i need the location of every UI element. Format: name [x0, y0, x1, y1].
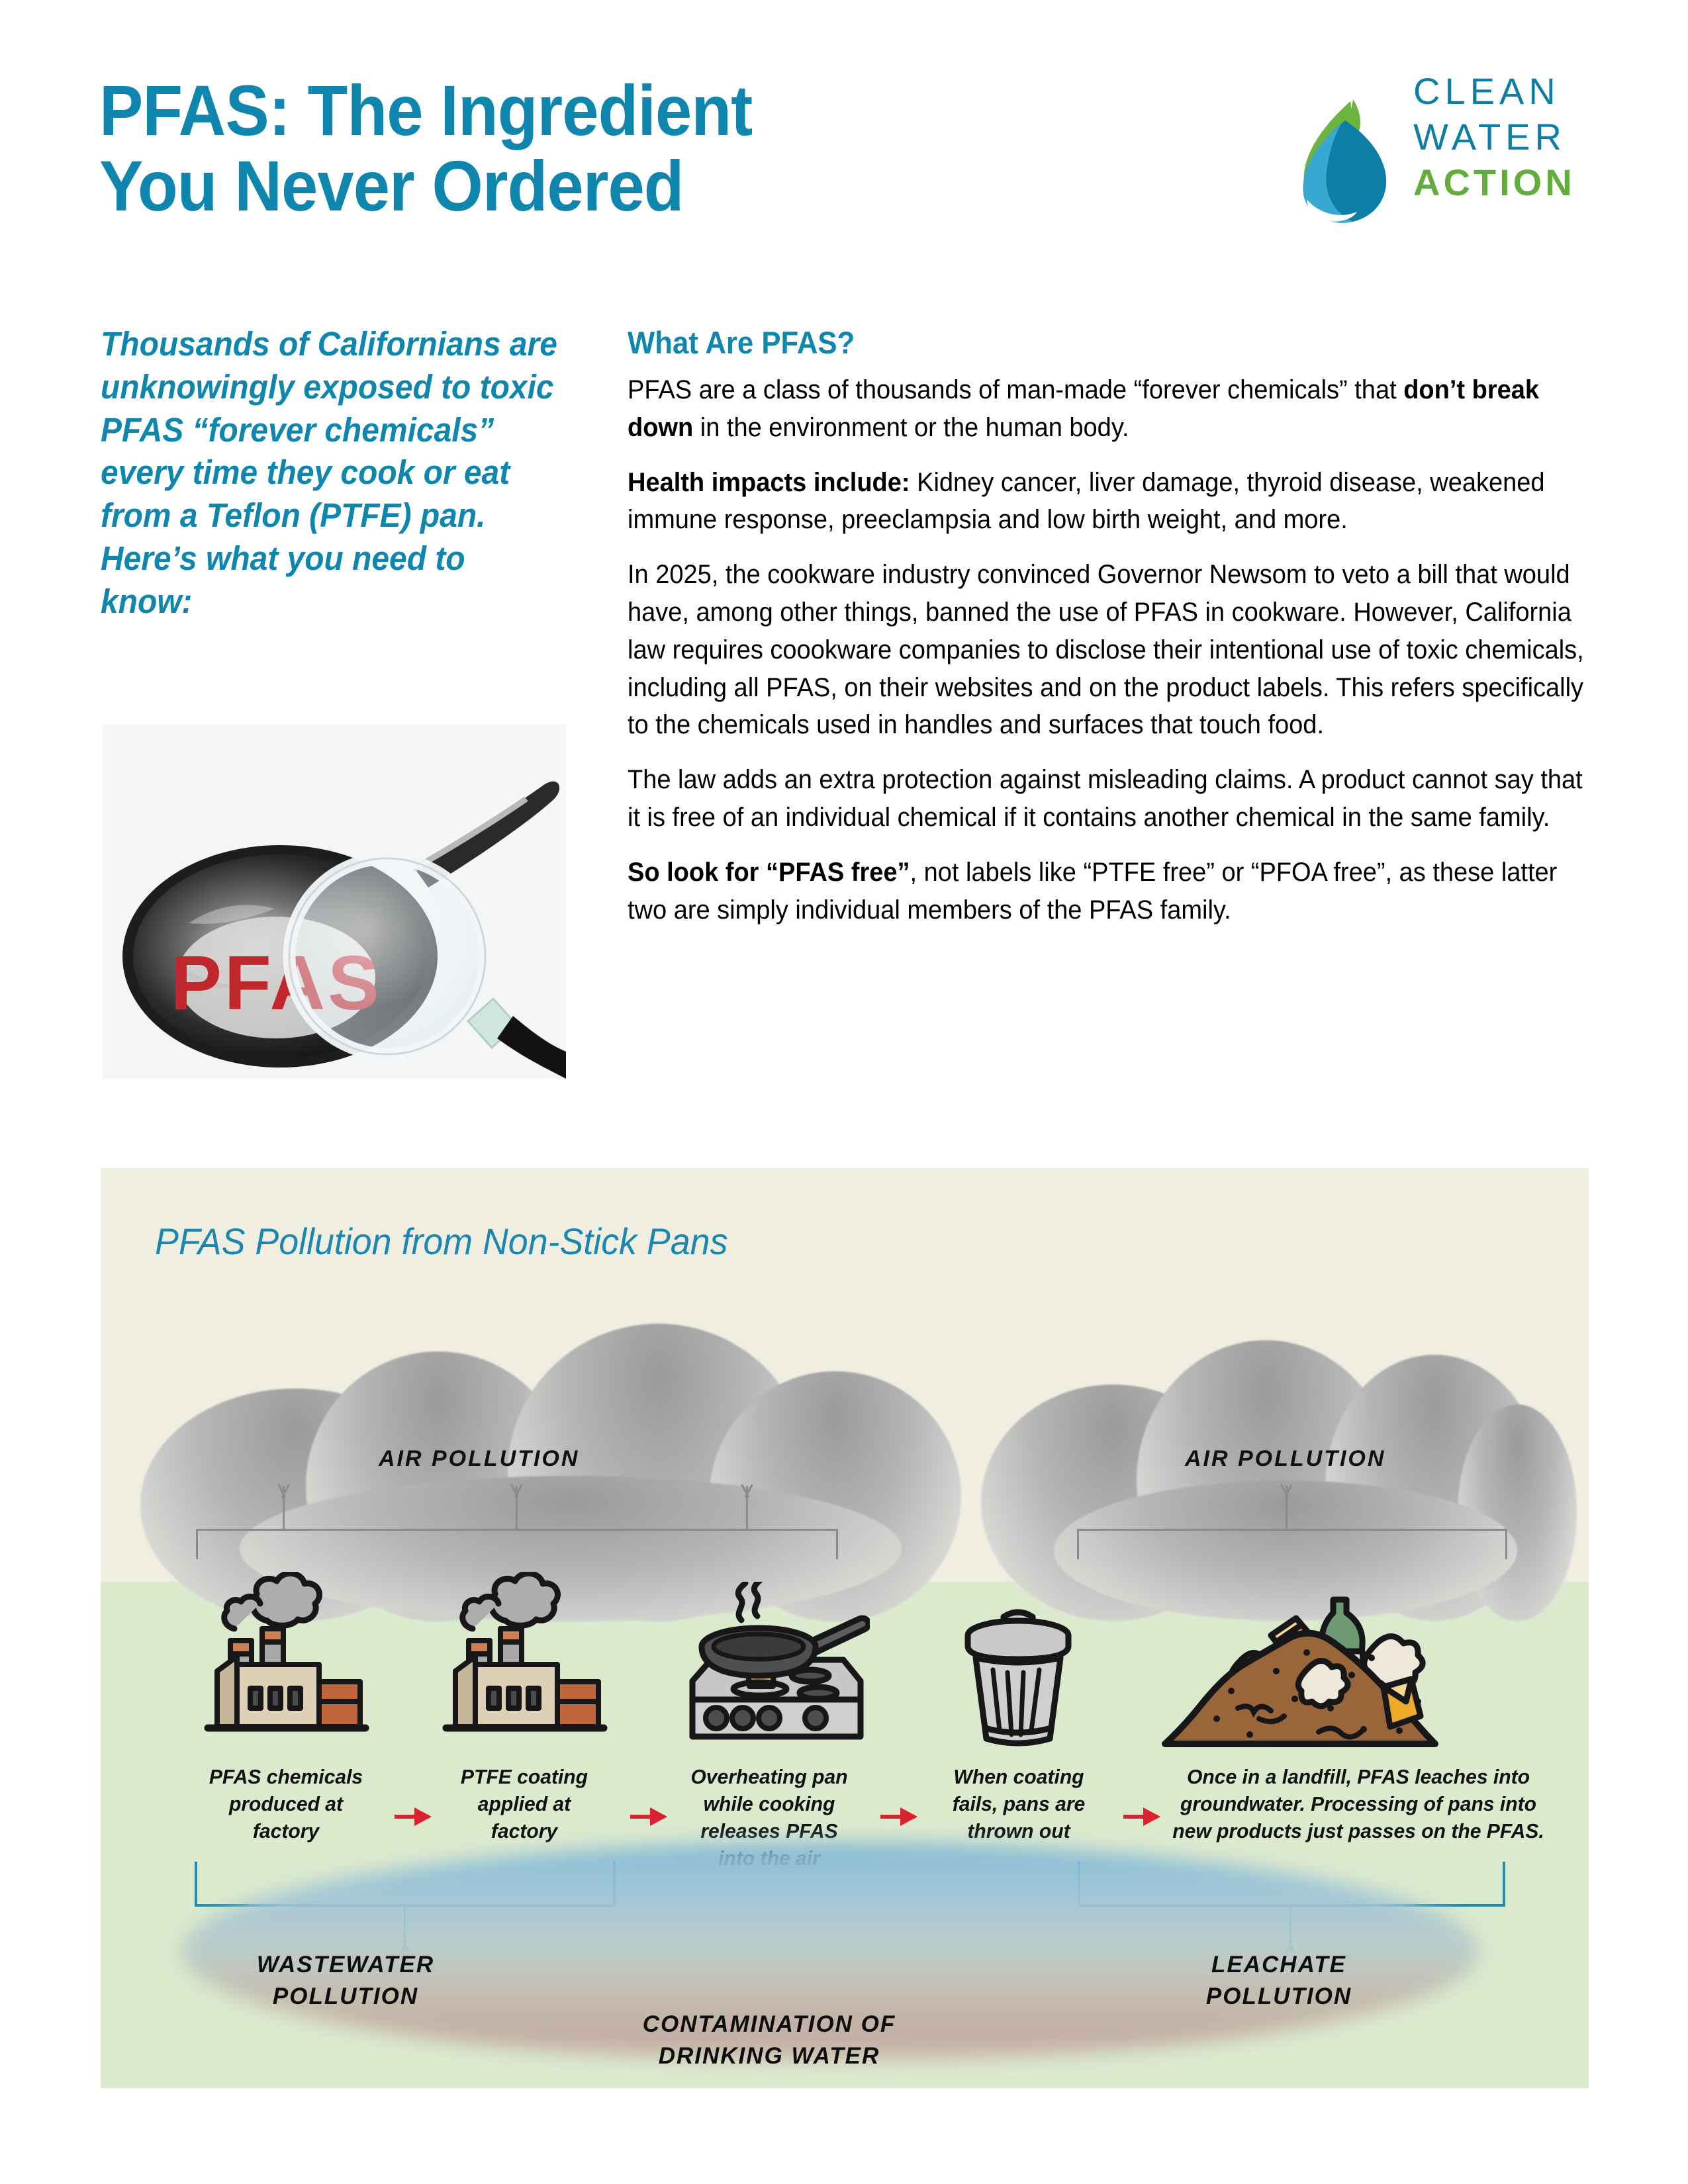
- lede-paragraph: Thousands of Californians are unknowingl…: [101, 325, 557, 620]
- logo-line-action: ACTION: [1413, 161, 1575, 203]
- air-arrow-right-1: [1286, 1486, 1288, 1529]
- header: PFAS: The Ingredient You Never Ordered C…: [99, 70, 1589, 271]
- air-bracket-right-end-l: [1077, 1529, 1079, 1559]
- factory-icon: [204, 1572, 369, 1732]
- cloud-right: [981, 1315, 1577, 1621]
- paragraph-law-2025: In 2025, the cookware industry convinced…: [628, 560, 1584, 740]
- paragraph-definition: PFAS are a class of thousands of man-mad…: [628, 371, 1588, 447]
- air-bracket-left-end-r: [836, 1529, 838, 1559]
- stove-pan-icon: [689, 1582, 870, 1740]
- flow-arrow-2: [630, 1807, 667, 1826]
- air-bracket-left-end-l: [196, 1529, 198, 1559]
- water-drop-leaf-icon: [1303, 99, 1387, 223]
- wastewater-pollution-label: WASTEWATER POLLUTION: [256, 1952, 435, 2010]
- air-bracket-left-bar: [196, 1529, 838, 1531]
- leachate-pollution-label: LEACHATE POLLUTION: [1205, 1952, 1352, 2010]
- logo-wordmark: CLEAN WATER ACTION: [1413, 69, 1575, 206]
- step-caption-4: When coating fails, pans are thrown out: [952, 1765, 1086, 1843]
- logo-line-water: WATER: [1413, 115, 1566, 158]
- flow-arrow-3: [880, 1807, 917, 1826]
- nonstick-pan-image: PFAS PFAS: [103, 725, 566, 1079]
- right-column: What Are PFAS? PFAS are a class of thous…: [628, 324, 1591, 946]
- step-caption-5: Once in a landfill, PFAS leaches into gr…: [1172, 1765, 1544, 1843]
- section-heading-what-are-pfas: What Are PFAS?: [628, 325, 855, 360]
- p2-bold: Health impacts include:: [628, 467, 910, 497]
- infographic-title: PFAS Pollution from Non-Stick Pans: [155, 1220, 728, 1262]
- air-arrow-left-2: [516, 1486, 518, 1529]
- landfill-icon: [1162, 1596, 1438, 1747]
- p1-text-a: PFAS are a class of thousands of man-mad…: [628, 375, 1404, 404]
- air-bracket-right-bar: [1077, 1529, 1507, 1531]
- air-bracket-right-end-r: [1505, 1529, 1507, 1559]
- left-column: Thousands of Californians are unknowingl…: [101, 323, 590, 623]
- air-arrow-left-1: [283, 1486, 285, 1529]
- air-arrow-left-3: [746, 1486, 748, 1529]
- contamination-drinking-water-label: CONTAMINATION OF DRINKING WATER: [642, 2011, 896, 2070]
- flow-arrow-1: [395, 1807, 432, 1826]
- paragraph-misleading-claims: The law adds an extra protection against…: [628, 765, 1583, 832]
- p5-bold: So look for “PFAS free”: [628, 857, 910, 887]
- p1-text-c: in the environment or the human body.: [693, 412, 1129, 442]
- pan-photograph: PFAS PFAS: [103, 725, 566, 1079]
- teal-bracket-right-end-r: [1503, 1862, 1505, 1907]
- clean-water-action-logo: CLEAN WATER ACTION: [1271, 66, 1589, 232]
- factory-icon: [442, 1572, 608, 1732]
- cloud-right-label: AIR POLLUTION: [1185, 1446, 1386, 1471]
- flow-arrow-4: [1123, 1807, 1160, 1826]
- step-caption-1: PFAS chemicals produced at factory: [209, 1765, 363, 1843]
- p5-text: , not labels like “PTFE free” or “PFOA f…: [628, 857, 1558, 925]
- p1-bold: don’t break down: [628, 375, 1540, 442]
- groundwater-blob: [181, 1842, 1479, 2060]
- p2-text: Kidney cancer, liver damage, thyroid dis…: [628, 467, 1545, 535]
- infographic-panel: PFAS Pollution from Non-Stick Pans AIR P…: [101, 1168, 1589, 2088]
- page-title: PFAS: The Ingredient You Never Ordered: [99, 70, 753, 226]
- trash-can-icon: [964, 1609, 1072, 1747]
- paragraph-health-impacts: Health impacts include: Kidney cancer, l…: [628, 464, 1588, 539]
- step-caption-2: PTFE coating applied at factory: [460, 1765, 588, 1843]
- teal-bracket-left-end-l: [195, 1862, 197, 1907]
- cloud-left-label: AIR POLLUTION: [379, 1446, 580, 1471]
- paragraph-pfas-free: So look for “PFAS free”, not labels like…: [628, 854, 1588, 929]
- logo-line-clean: CLEAN: [1413, 70, 1560, 112]
